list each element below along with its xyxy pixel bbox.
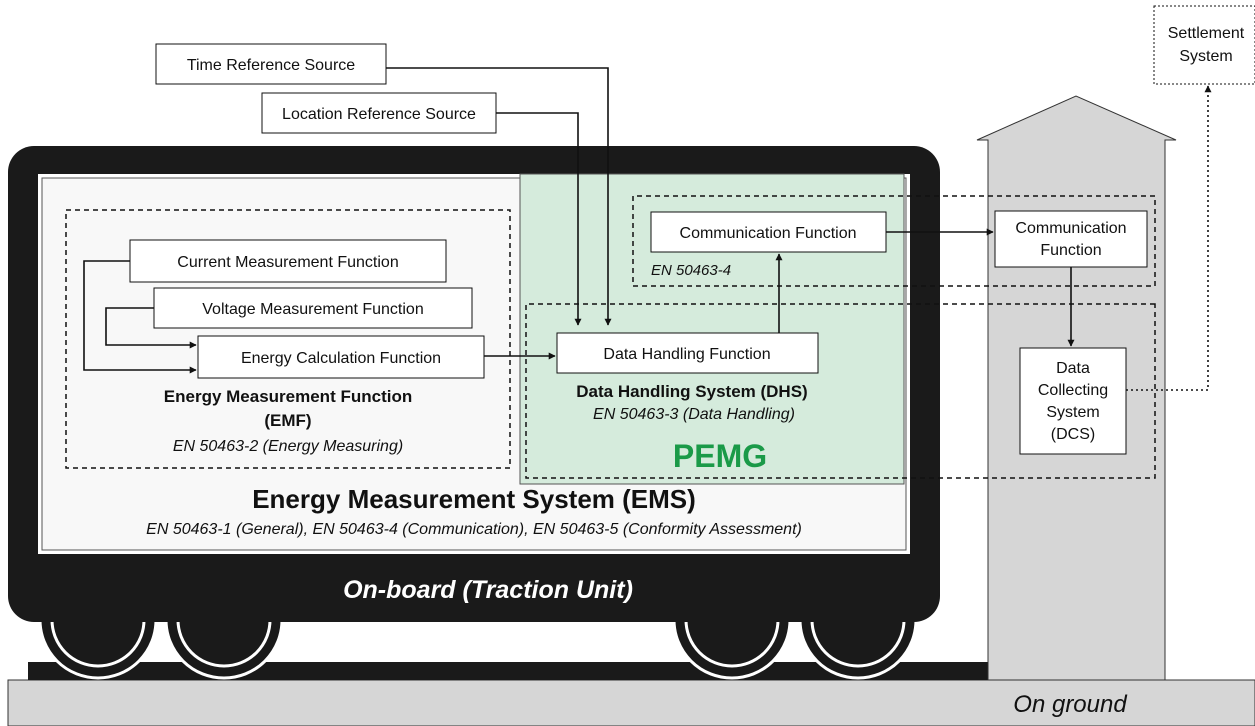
ems-standard: EN 50463-1 (General), EN 50463-4 (Commun… — [146, 521, 802, 538]
current-measurement-label: Current Measurement Function — [177, 254, 398, 271]
connectors — [83, 67, 1075, 374]
time-ref-arrow — [386, 67, 612, 326]
settlement-label-2: System — [1179, 48, 1232, 65]
wheel-4 — [798, 618, 918, 680]
communication-ground-box — [994, 210, 1148, 268]
emf-title-2: (EMF) — [264, 411, 311, 430]
location-reference-box — [261, 92, 497, 134]
communication-ground-label-1: Communication — [1015, 220, 1126, 237]
time-reference-label: Time Reference Source — [187, 57, 355, 74]
emf-standard: EN 50463-2 (Energy Measuring) — [173, 438, 403, 455]
emf-title-1: Energy Measurement Function — [164, 387, 412, 406]
ground-strip — [7, 679, 1255, 726]
dcs-label-4: (DCS) — [1051, 426, 1095, 443]
communication-onboard-label: Communication Function — [680, 225, 857, 242]
communication-standard: EN 50463-4 — [651, 262, 731, 279]
voltage-measurement-box — [153, 287, 473, 329]
voltage-measurement-label: Voltage Measurement Function — [202, 301, 423, 318]
onground-label: On ground — [1013, 691, 1127, 718]
data-handling-label: Data Handling Function — [603, 346, 770, 363]
wheel-3 — [672, 618, 792, 680]
voltage-to-energy-arrow — [105, 307, 197, 349]
data-handling-box — [556, 332, 819, 374]
energy-calculation-box — [197, 335, 485, 379]
communication-onboard-box — [650, 211, 887, 253]
dcs-to-settlement-arrow — [1126, 85, 1212, 391]
wheel-1 — [38, 618, 158, 680]
settlement-label-1: Settlement — [1168, 25, 1245, 42]
location-reference-label: Location Reference Source — [282, 106, 476, 123]
dcs-box — [1019, 347, 1127, 455]
onboard-label: On-board (Traction Unit) — [343, 576, 633, 604]
communication-ground-label-2: Function — [1040, 242, 1101, 259]
dhs-standard: EN 50463-3 (Data Handling) — [593, 406, 795, 423]
dhs-dashed-group — [525, 303, 1156, 479]
train-wheels — [38, 618, 918, 680]
location-ref-arrow — [496, 112, 582, 326]
dhs-title: Data Handling System (DHS) — [576, 382, 807, 401]
time-reference-box — [155, 43, 387, 85]
settlement-system-box — [1153, 5, 1255, 85]
ems-title: Energy Measurement System (EMS) — [252, 484, 696, 514]
comm-dashed-group — [632, 195, 1156, 287]
current-to-energy-arrow — [83, 260, 197, 374]
pemg-label: PEMG — [673, 438, 767, 474]
wheel-2 — [164, 618, 284, 680]
dcs-label-1: Data — [1056, 360, 1090, 377]
dcs-label-3: System — [1046, 404, 1099, 421]
energy-calculation-label: Energy Calculation Function — [241, 350, 441, 367]
current-measurement-box — [129, 239, 447, 283]
dcs-label-2: Collecting — [1038, 382, 1108, 399]
